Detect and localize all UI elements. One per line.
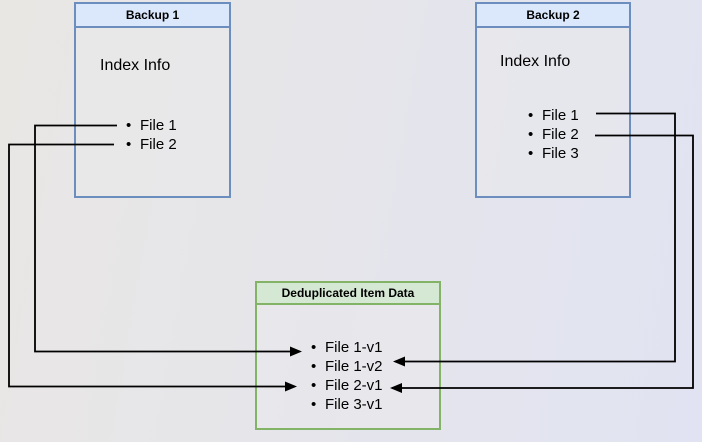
dedup-title: Deduplicated Item Data — [257, 283, 439, 305]
backup1-index-info-label: Index Info — [100, 57, 171, 74]
backup1-box: Backup 1 Index Info File 1 File 2 — [74, 2, 231, 198]
backup2-index-info-label: Index Info — [500, 53, 571, 70]
backup2-title: Backup 2 — [477, 4, 629, 28]
backup2-file-list: File 1 File 2 File 3 — [528, 106, 579, 163]
list-item: File 1 — [528, 106, 579, 125]
list-item: File 3-v1 — [311, 395, 383, 414]
backup1-title: Backup 1 — [76, 4, 229, 28]
list-item: File 1-v2 — [311, 357, 383, 376]
dedup-file-list: File 1-v1 File 1-v2 File 2-v1 File 3-v1 — [311, 338, 383, 414]
list-item: File 2-v1 — [311, 376, 383, 395]
list-item: File 1 — [126, 116, 177, 135]
backup1-file-list: File 1 File 2 — [126, 116, 177, 154]
list-item: File 1-v1 — [311, 338, 383, 357]
backup2-box: Backup 2 Index Info File 1 File 2 File 3 — [475, 2, 631, 198]
list-item: File 2 — [528, 125, 579, 144]
list-item: File 3 — [528, 144, 579, 163]
dedup-box: Deduplicated Item Data File 1-v1 File 1-… — [255, 281, 441, 430]
list-item: File 2 — [126, 135, 177, 154]
